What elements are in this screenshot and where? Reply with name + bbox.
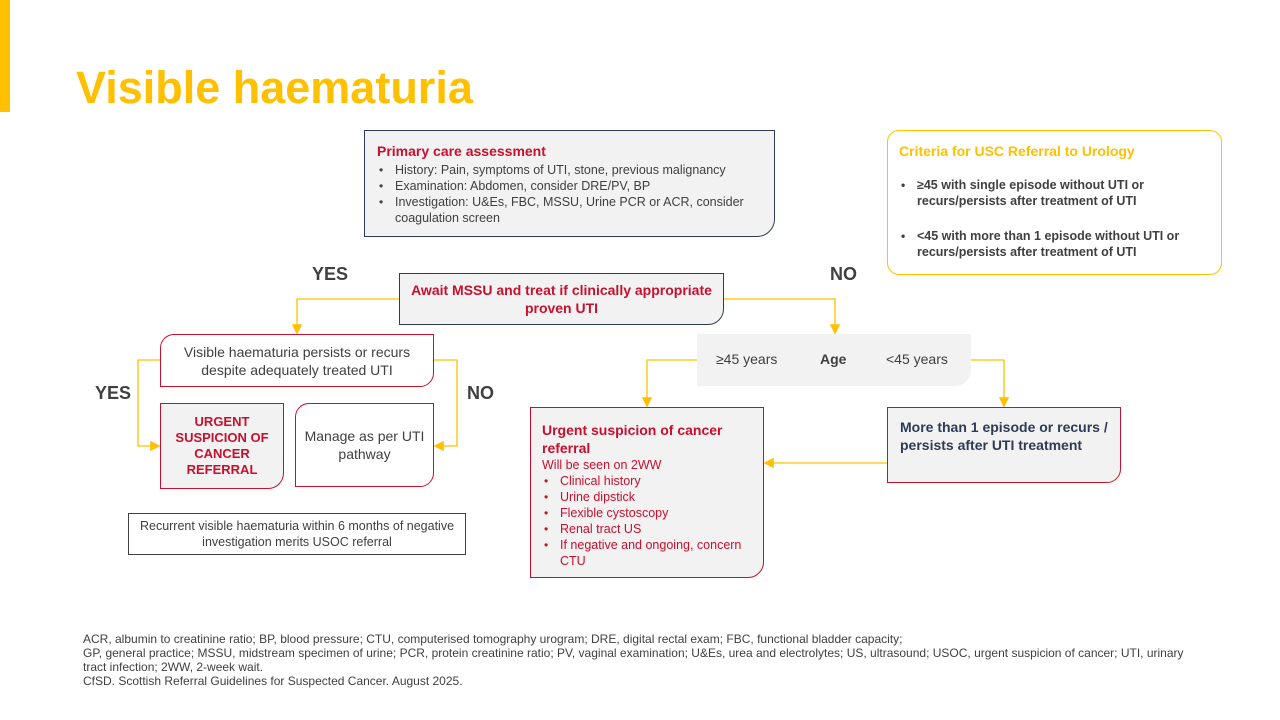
- urgent-item-ctu: If negative and ongoing, concern CTU: [542, 537, 752, 569]
- urgent-referral-box: URGENT SUSPICION OF CANCER REFERRAL: [160, 403, 284, 489]
- label-no-left: NO: [467, 383, 494, 403]
- criteria-item-under45: <45 with more than 1 episode without UTI…: [899, 228, 1211, 260]
- assessment-item-history: History: Pain, symptoms of UTI, stone, p…: [377, 162, 762, 178]
- connector-await-no: [724, 298, 841, 335]
- assessment-item-investigation: Investigation: U&Es, FBC, MSSU, Urine PC…: [377, 194, 762, 226]
- recurrent-note-box: Recurrent visible haematuria within 6 mo…: [128, 513, 466, 555]
- assessment-item-examination: Examination: Abdomen, consider DRE/PV, B…: [377, 178, 762, 194]
- await-mssu-box: Await MSSU and treat if clinically appro…: [399, 273, 724, 325]
- assessment-title: Primary care assessment: [377, 143, 546, 159]
- manage-uti-box: Manage as per UTI pathway: [295, 403, 434, 487]
- criteria-title: Criteria for USC Referral to Urology: [899, 143, 1135, 159]
- page-title: Visible haematuria: [76, 62, 473, 113]
- urgent-item-history: Clinical history: [542, 473, 752, 489]
- accent-bar: [0, 0, 10, 112]
- criteria-box: Criteria for USC Referral to Urology ≥45…: [887, 130, 1222, 275]
- connector-age-over45: [641, 359, 697, 408]
- urgent-suspicion-box: Urgent suspicion of cancer referral Will…: [530, 407, 764, 578]
- urgent-suspicion-title: Urgent suspicion of cancer referral: [542, 422, 723, 456]
- label-yes-left: YES: [95, 383, 132, 403]
- urgent-suspicion-list: Clinical history Urine dipstick Flexible…: [542, 473, 752, 569]
- more-episodes-box: More than 1 episode or recurs / persists…: [887, 407, 1121, 483]
- label-no-top: NO: [830, 264, 857, 284]
- connector-await-yes: [291, 298, 399, 335]
- criteria-item-over45: ≥45 with single episode without UTI or r…: [899, 177, 1211, 209]
- age-over45-label: ≥45 years: [716, 351, 778, 367]
- label-yes-top: YES: [312, 264, 349, 284]
- age-label: Age: [820, 351, 847, 367]
- assessment-list: History: Pain, symptoms of UTI, stone, p…: [377, 162, 762, 226]
- footer-abbreviations: ACR, albumin to creatinine ratio; BP, bl…: [83, 632, 1203, 688]
- age-decision-box: ≥45 years Age <45 years: [697, 334, 971, 386]
- age-under45-label: <45 years: [886, 351, 948, 367]
- urgent-item-renal-us: Renal tract US: [542, 521, 752, 537]
- footer-line-1: ACR, albumin to creatinine ratio; BP, bl…: [83, 632, 903, 646]
- connector-persists-yes: [137, 359, 161, 452]
- footer-reference: CfSD. Scottish Referral Guidelines for S…: [83, 674, 463, 688]
- footer-line-2: GP, general practice; MSSU, midstream sp…: [83, 646, 1184, 674]
- primary-care-assessment-box: Primary care assessment History: Pain, s…: [364, 130, 775, 237]
- urgent-suspicion-subtitle: Will be seen on 2WW: [542, 458, 662, 472]
- urgent-item-cystoscopy: Flexible cystoscopy: [542, 505, 752, 521]
- criteria-list: ≥45 with single episode without UTI or r…: [899, 177, 1211, 260]
- connector-persists-no: [433, 359, 458, 452]
- persists-box: Visible haematuria persists or recurs de…: [160, 334, 434, 387]
- urgent-item-dipstick: Urine dipstick: [542, 489, 752, 505]
- connector-age-under45: [971, 359, 1010, 408]
